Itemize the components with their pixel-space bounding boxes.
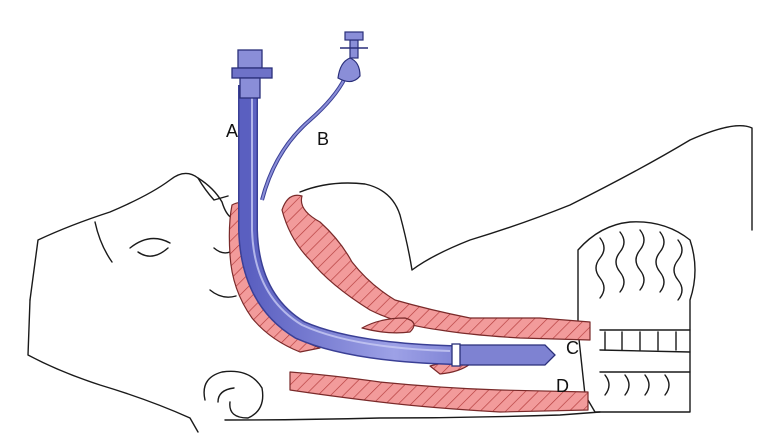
label-b: B [317,129,329,149]
label-a: A [226,121,238,141]
neck-outline [224,125,753,421]
label-c: C [566,338,579,358]
trachea-lungs [577,221,696,413]
head-outline [27,172,264,433]
endotracheal-tube [231,49,556,367]
label-d: D [556,376,569,396]
pilot-balloon-line [260,31,368,201]
